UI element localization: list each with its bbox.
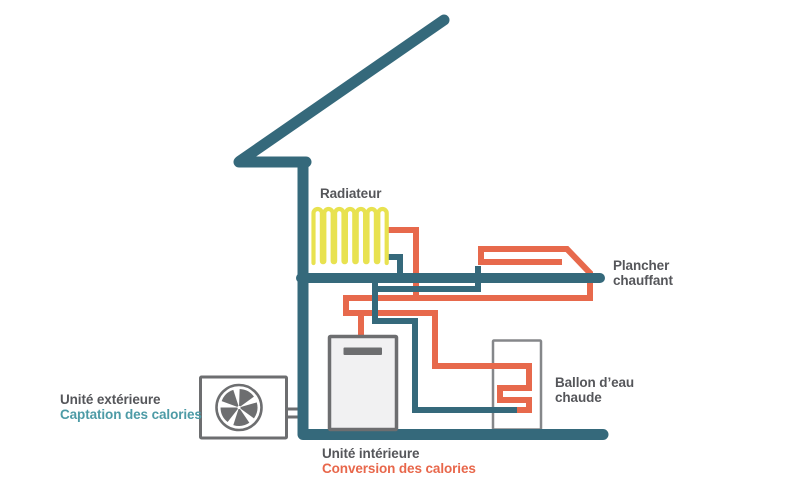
hot-pipe-main-and-coils bbox=[343, 246, 593, 413]
outdoor-unit-title: Unité extérieure bbox=[60, 392, 161, 407]
tank-label-line2: chaude bbox=[555, 390, 602, 405]
roof-line bbox=[234, 14, 450, 167]
outdoor-unit-label: Unité extérieure Captation des calories bbox=[60, 392, 202, 422]
outdoor-unit bbox=[199, 375, 288, 440]
indoor-unit-subtitle: Conversion des calories bbox=[322, 461, 476, 476]
indoor-unit-body bbox=[327, 334, 399, 432]
cold-pipe-radiator-return bbox=[385, 254, 403, 280]
radiator-label: Radiateur bbox=[320, 186, 382, 201]
indoor-unit bbox=[327, 334, 399, 432]
cold-pipe-main-return bbox=[372, 281, 517, 413]
floor-heating-label-line2: chauffant bbox=[613, 273, 673, 288]
indoor-unit-title: Unité intérieure bbox=[322, 446, 420, 461]
tank-label-line1: Ballon d’eau bbox=[555, 375, 635, 390]
fan-hub bbox=[237, 405, 241, 410]
indoor-unit-label: Unité intérieure Conversion des calories bbox=[322, 446, 476, 476]
tank-label: Ballon d’eau chaude bbox=[555, 375, 634, 405]
radiator-coil bbox=[311, 206, 389, 266]
floor-heating-label: Plancher chauffant bbox=[613, 258, 673, 288]
house-structure bbox=[233, 14, 609, 440]
outdoor-unit-subtitle: Captation des calories bbox=[60, 407, 202, 422]
wall-and-ground-line bbox=[297, 156, 609, 440]
fan-blades bbox=[220, 389, 258, 426]
fan-icon bbox=[215, 383, 263, 432]
indoor-unit-vent bbox=[343, 347, 382, 355]
floor-heating-label-line1: Plancher bbox=[613, 258, 670, 273]
